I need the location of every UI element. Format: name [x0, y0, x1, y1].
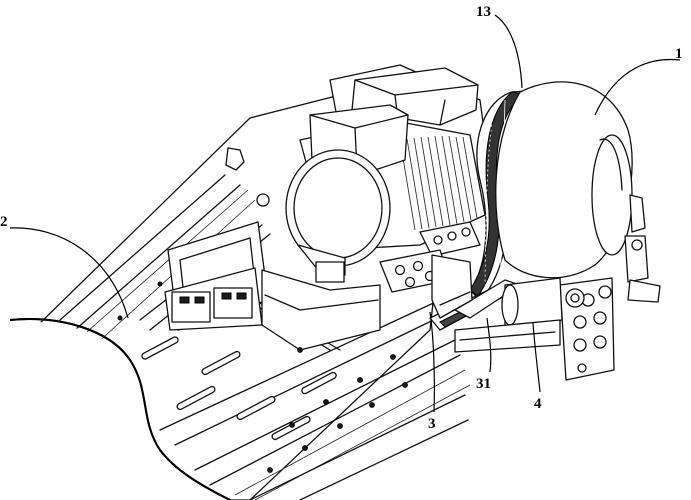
ref-label-13: 13 — [476, 4, 491, 20]
mounting-plates — [379, 221, 481, 319]
leader-lines — [9, 14, 681, 413]
drum — [495, 81, 633, 279]
ref-label-3: 3 — [428, 416, 436, 432]
ref-label-4: 4 — [534, 396, 542, 412]
front-bracket — [164, 221, 381, 353]
ref-label-31: 31 — [476, 376, 491, 392]
side-bracket — [454, 194, 661, 381]
front-motor — [285, 104, 486, 283]
ref-label-2: 2 — [0, 214, 8, 230]
ref-label-1: 1 — [675, 46, 683, 62]
hook-bracket — [225, 147, 245, 171]
